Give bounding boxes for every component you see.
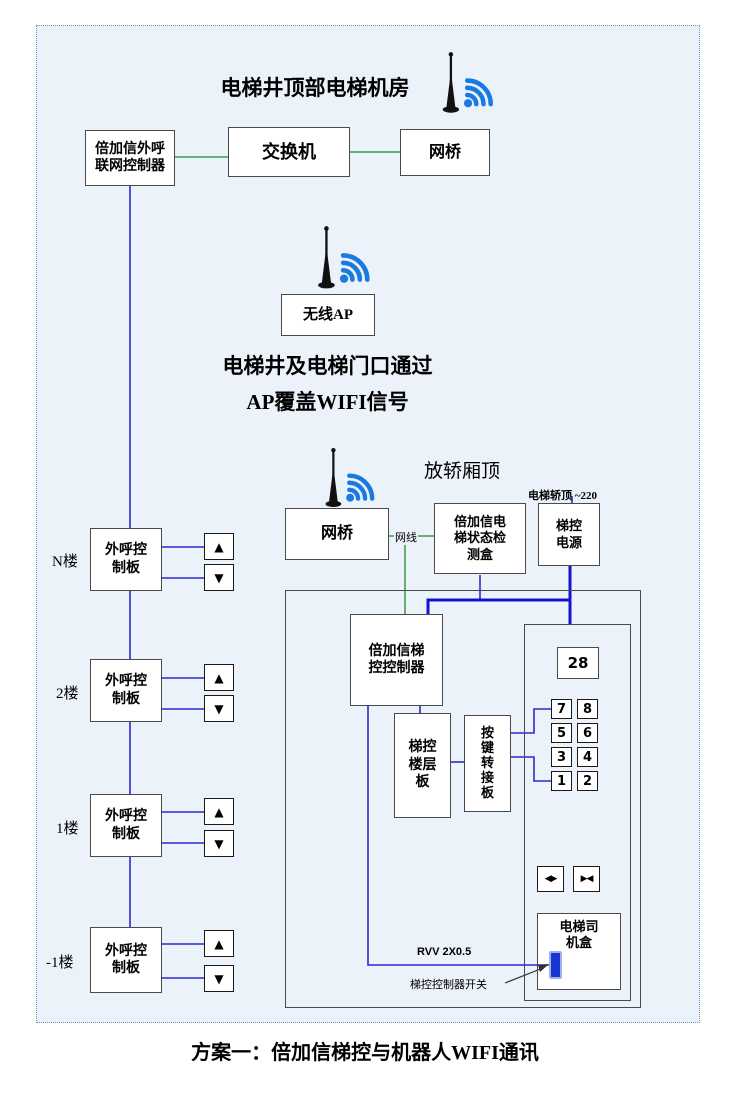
hall-call-board-2: 外呼控 制板 — [90, 659, 162, 722]
wifi-antenna-icon — [442, 52, 493, 113]
outcall-network-controller-box: 倍加信外呼 联网控制器 — [85, 130, 175, 186]
elevator-controller-box: 倍加信梯 控控制器 — [350, 614, 443, 706]
controller-switch-label: 梯控控制器开关 — [410, 979, 487, 991]
ap-coverage-note-line2: AP覆盖WIFI信号 — [246, 390, 409, 414]
network-cable-label: 网线 — [394, 529, 418, 545]
car-top-title: 放轿厢顶 — [424, 461, 501, 482]
wireless-ap-box: 无线AP — [281, 294, 375, 336]
car-button-1: 1 — [551, 771, 572, 791]
controller-switch — [549, 951, 562, 979]
door-open-button: ◀▶ — [537, 866, 564, 892]
hall-up-button: ▲ — [204, 930, 234, 957]
floor-display: 28 — [557, 647, 599, 679]
hall-down-button: ▼ — [204, 830, 234, 857]
floor-label-minus1: -1楼 — [46, 955, 74, 971]
machine-room-title: 电梯井顶部电梯机房 — [220, 76, 410, 100]
wifi-antenna-icon — [318, 226, 370, 289]
door-close-button: ▶◀ — [573, 866, 600, 892]
floor-label-2: 2楼 — [56, 686, 79, 702]
hall-down-button: ▼ — [204, 564, 234, 591]
car-button-3: 3 — [551, 747, 572, 767]
network-bridge-box-top: 网桥 — [400, 129, 490, 176]
hall-down-button: ▼ — [204, 695, 234, 722]
hall-call-board-minus1: 外呼控 制板 — [90, 927, 162, 993]
hall-call-board-n: 外呼控 制板 — [90, 528, 162, 591]
car-control-enclosure — [285, 590, 641, 1008]
floor-label-n: N楼 — [52, 554, 78, 570]
floor-board-box: 梯控 楼层 板 — [394, 713, 451, 818]
network-bridge-box-car: 网桥 — [285, 508, 389, 560]
diagram-caption: 方案一：倍加信梯控与机器人WIFI通讯 — [191, 1042, 539, 1064]
car-button-2: 2 — [577, 771, 598, 791]
hall-up-button: ▲ — [204, 798, 234, 825]
car-button-4: 4 — [577, 747, 598, 767]
ap-coverage-note-line1: 电梯井及电梯门口通过 — [222, 354, 433, 378]
car-button-6: 6 — [577, 723, 598, 743]
rvv-cable-label: RVV 2X0.5 — [417, 946, 472, 958]
car-button-8: 8 — [577, 699, 598, 719]
wifi-antenna-icon — [325, 447, 375, 507]
elevator-control-power-box: 梯控 电源 — [538, 503, 600, 566]
hall-up-button: ▲ — [204, 533, 234, 560]
car-button-7: 7 — [551, 699, 572, 719]
elevator-status-detector-box: 倍加信电 梯状态检 测盒 — [434, 503, 526, 574]
ethernet-switch-box: 交换机 — [228, 127, 350, 177]
hall-call-board-1: 外呼控 制板 — [90, 794, 162, 857]
hall-down-button: ▼ — [204, 965, 234, 992]
hall-up-button: ▲ — [204, 664, 234, 691]
key-adapter-board-box: 按 键 转 接 板 — [464, 715, 511, 812]
floor-label-1: 1楼 — [56, 821, 79, 837]
car-top-power-note: 电梯轿顶 ~220 — [528, 490, 597, 502]
car-button-5: 5 — [551, 723, 572, 743]
